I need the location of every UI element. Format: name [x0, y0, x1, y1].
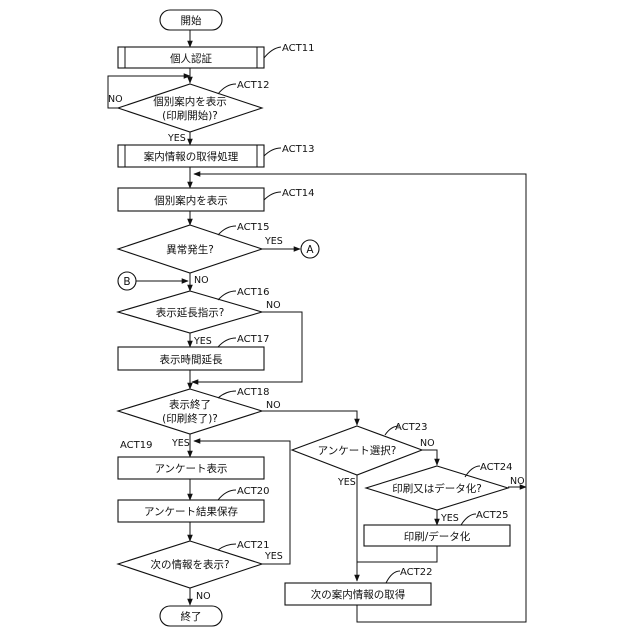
act11-label: 個人認証: [170, 52, 212, 65]
act18-no-label: NO: [266, 400, 281, 411]
act23-step-label: ACT23: [395, 422, 427, 433]
node-end: 終了: [160, 606, 222, 626]
node-start: 開始: [160, 10, 222, 30]
act18-label-line1: 表示終了: [169, 398, 211, 411]
act21-label: 次の情報を表示?: [150, 558, 229, 571]
act12-label-line1: 個別案内を表示: [153, 95, 227, 108]
act18-label-line2: (印刷終了)?: [162, 412, 218, 425]
start-label: 開始: [181, 14, 202, 27]
connector-a: A: [301, 240, 319, 258]
flow-act25-out: [357, 546, 437, 562]
act20-label: アンケート結果保存: [144, 505, 239, 518]
act16-label: 表示延長指示?: [156, 306, 225, 319]
act22-step-label: ACT22: [400, 567, 432, 578]
node-act12: 個別案内を表示 (印刷開始)?: [118, 84, 262, 132]
node-act14: 個別案内を表示: [118, 188, 264, 211]
connector-b-label: B: [123, 276, 130, 288]
act24-yes-label: YES: [440, 513, 459, 524]
act18-step-label: ACT18: [237, 387, 269, 398]
act22-label: 次の案内情報の取得: [311, 588, 406, 601]
act21-step-label: ACT21: [237, 540, 269, 551]
node-act20: アンケート結果保存: [118, 500, 264, 522]
act11-step-label: ACT11: [282, 43, 314, 54]
act16-yes-label: YES: [193, 336, 212, 347]
act15-yes-label: YES: [264, 236, 283, 247]
node-act23: アンケート選択?: [292, 426, 422, 475]
act12-label-line2: (印刷開始)?: [162, 109, 218, 122]
flow-act18-no-act23: [262, 411, 357, 425]
act15-label: 異常発生?: [166, 243, 214, 256]
act19-step-label: ACT19: [120, 440, 152, 451]
act14-step-label: ACT14: [282, 188, 314, 199]
node-act19: アンケート表示: [118, 457, 264, 479]
act15-no-label: NO: [194, 275, 209, 286]
act16-step-label: ACT16: [237, 287, 269, 298]
act24-no-label: NO: [510, 476, 525, 487]
act20-step-label: ACT20: [237, 486, 269, 497]
flow-act22-return: [194, 174, 526, 622]
end-label: 終了: [181, 610, 202, 623]
act14-label: 個別案内を表示: [154, 194, 228, 207]
act17-label: 表示時間延長: [160, 353, 223, 366]
act13-step-label: ACT13: [282, 144, 314, 155]
act24-step-label: ACT24: [480, 462, 512, 473]
act17-step-label: ACT17: [237, 334, 269, 345]
act12-no-label: NO: [108, 94, 123, 105]
connector-b: B: [118, 272, 136, 290]
node-act25: 印刷/データ化: [364, 525, 510, 546]
act16-no-label: NO: [266, 300, 281, 311]
node-act11: 個人認証: [118, 47, 264, 68]
node-act13: 案内情報の取得処理: [118, 145, 264, 167]
act23-no-label: NO: [420, 438, 435, 449]
flow-act23-no-act24: [420, 450, 437, 465]
node-act17: 表示時間延長: [118, 347, 264, 370]
act19-label: アンケート表示: [154, 462, 227, 475]
act12-yes-label: YES: [167, 133, 186, 144]
act21-no-label: NO: [196, 591, 211, 602]
act13-label: 案内情報の取得処理: [144, 150, 239, 163]
node-act22: 次の案内情報の取得: [285, 583, 431, 605]
act21-yes-label: YES: [264, 551, 283, 562]
act23-yes-label: YES: [337, 477, 356, 488]
act24-label: 印刷又はデータ化?: [392, 482, 482, 495]
connector-a-label: A: [306, 244, 314, 256]
act18-yes-label: YES: [171, 438, 190, 449]
act12-step-label: ACT12: [237, 80, 269, 91]
act23-label: アンケート選択?: [318, 444, 397, 457]
act25-label: 印刷/データ化: [404, 530, 471, 543]
act25-step-label: ACT25: [476, 510, 508, 521]
act15-step-label: ACT15: [237, 222, 269, 233]
